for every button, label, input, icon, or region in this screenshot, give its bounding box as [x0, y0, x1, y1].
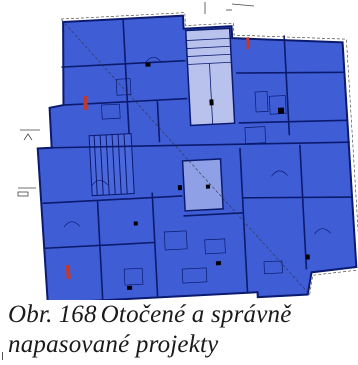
top-staircase-steps: [186, 37, 232, 125]
left-staircase: [88, 133, 135, 197]
outer-outline: [60, 12, 358, 296]
floor-plan-drawing: [17, 2, 358, 300]
caption-line-2: napasované projekty: [8, 330, 353, 360]
caption-text-line2: napasované projekty: [8, 331, 219, 358]
margin-mark: [2, 352, 3, 360]
floor-plan-figure: [17, 2, 358, 300]
left-annotations: [17, 129, 40, 197]
central-core: [181, 158, 224, 212]
room-markers: [65, 37, 250, 280]
top-annotations: [204, 2, 255, 14]
caption-label: Obr.: [8, 301, 53, 328]
interior-walls: [42, 18, 353, 300]
fixture-marks: [127, 62, 310, 291]
caption-text-line1: Otočené a správně: [100, 301, 292, 328]
caption-number: 168: [58, 301, 97, 328]
